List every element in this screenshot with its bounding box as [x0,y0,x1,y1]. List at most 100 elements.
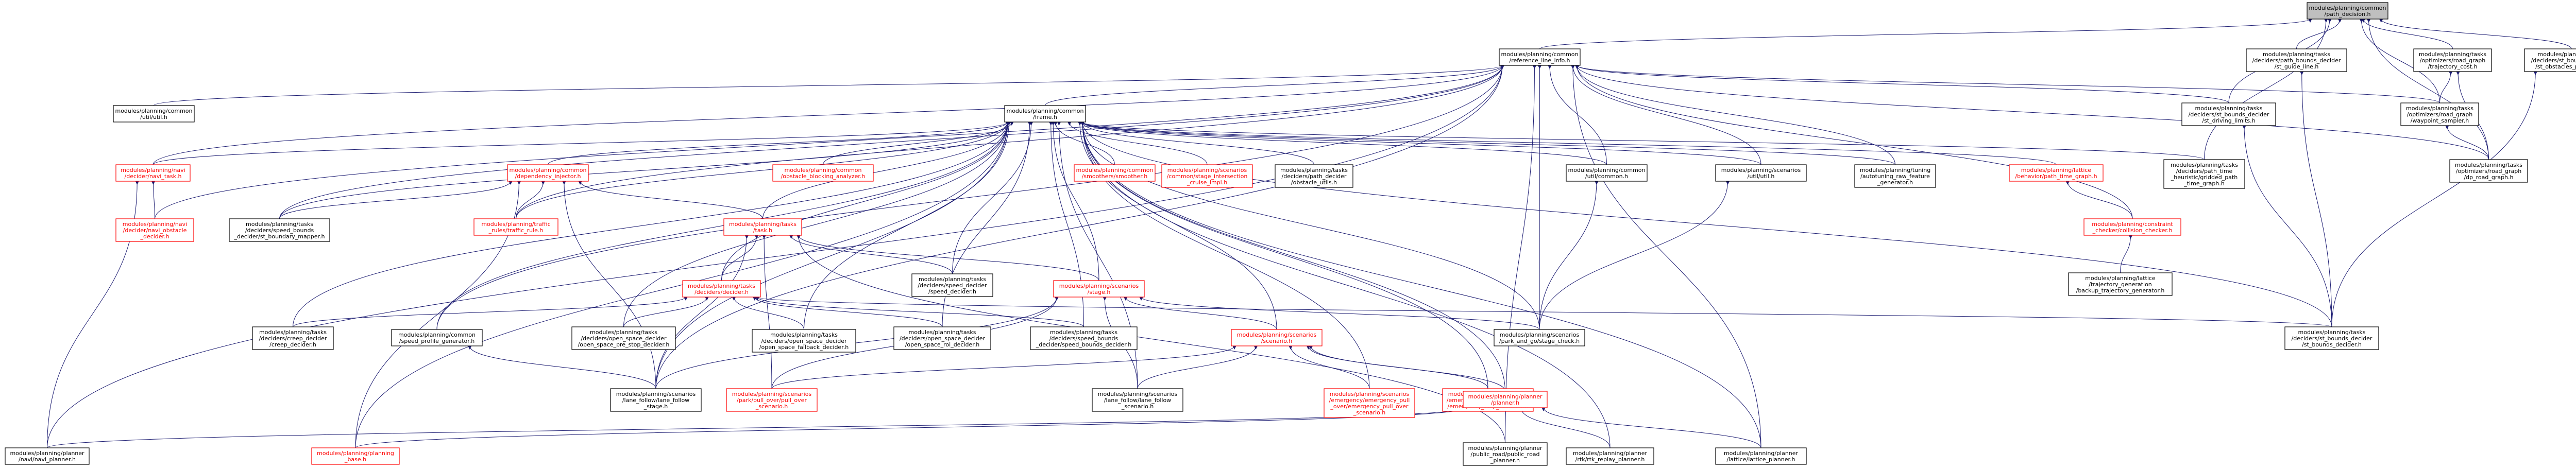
graph-node[interactable]: modules/planning/common/util/common.h [1566,164,1648,182]
node-box [1161,164,1253,188]
graph-node[interactable]: modules/planning/tasks/deciders/open_spa… [571,326,676,350]
graph-node[interactable]: modules/planning/lattice/behavior/path_t… [2009,164,2104,182]
node-label-line: modules/planning/planner [1573,450,1648,457]
node-label-line: _scenario.h [1121,403,1154,410]
node-label-line: /smoothers/smoother.h [1082,173,1148,180]
graph-node[interactable]: modules/planning/tasks/deciders/st_bound… [2524,48,2576,72]
graph-node[interactable]: modules/planning/navi/decider/navi_task.… [115,164,191,182]
graph-node[interactable]: modules/planning/planner/lattice/lattice… [1715,447,1807,465]
graph-node[interactable]: modules/planning/tasks/optimizers/road_g… [2413,48,2492,72]
graph-node[interactable]: modules/planning/scenarios/lane_follow/l… [1092,388,1183,412]
graph-node[interactable]: modules/planning/tasks/deciders/speed_de… [911,273,993,297]
node-label-line: /st_bounds_decider.h [2302,341,2362,348]
dependency-edge [1080,121,1607,165]
node-box [682,280,761,298]
node-box [1715,447,1807,465]
node-label-line: _checker/collision_checker.h [2092,227,2173,234]
graph-node[interactable]: modules/planning/traffic_rules/traffic_r… [473,218,558,236]
graph-node[interactable]: modules/planning/scenarios/util/util.h [1715,164,1807,182]
node-box [2068,272,2173,296]
graph-node[interactable]: modules/planning/scenarios/park/pull_ove… [726,388,818,412]
graph-node[interactable]: modules/planning/common/util/util.h [113,105,195,123]
node-label-line: modules/planning/traffic [481,221,550,228]
graph-node[interactable]: modules/planning/scenarios/park_and_go/s… [1494,329,1585,346]
graph-node[interactable]: modules/planning/planning_base.h [311,447,400,465]
graph-node[interactable]: modules/planning/common/reference_line_i… [1499,48,1581,66]
graph-node[interactable]: modules/planning/constraint_checker/coll… [2083,218,2181,236]
node-label-line: /util/common.h [1585,173,1628,180]
graph-node[interactable]: modules/planning/scenarios/common/stage_… [1161,164,1253,188]
node-label-line: modules/planning/common [1568,167,1645,173]
node-label-line: /deciders/open_space_decider [900,335,986,342]
node-label-line: modules/planning/scenarios [1500,332,1580,338]
dependency-edge [789,235,953,274]
graph-node[interactable]: modules/planning/common/path_decision.h [2307,2,2388,20]
dependency-edge [1080,121,1895,165]
graph-node[interactable]: modules/planning/tasks/deciders/open_spa… [752,329,856,353]
dependency-edge [279,121,1010,219]
node-label-line: /open_space_roi_decider.h [905,341,980,348]
dependency-edge [355,121,1010,448]
dependency-edge [1575,65,1895,165]
graph-node[interactable]: modules/planning/scenarios/emergency/eme… [1324,388,1415,418]
dependency-edge [732,297,804,330]
dependency-edge [468,345,656,389]
node-box [2413,48,2492,72]
dependency-edge [1080,121,1540,330]
node-box [473,218,558,236]
graph-node[interactable]: modules/planning/tasks/deciders/decider.… [682,280,761,298]
graph-node[interactable]: modules/planning/navi/decider/navi_obsta… [115,218,194,242]
graph-node[interactable]: modules/planning/common/frame.h [1004,105,1086,123]
dependency-edge [1575,65,2489,160]
graph-node[interactable]: modules/planning/tasks/task.h [723,218,802,236]
graph-node[interactable]: modules/planning/tasks/deciders/open_spa… [893,326,991,350]
dependency-edge [1575,65,2440,103]
node-label-line: modules/planning/scenarios [1237,332,1317,338]
node-label-line: modules/planning/common [1501,51,1578,58]
node-box [5,447,90,465]
node-label-line: /speed_decider.h [928,288,976,295]
dependency-edge [721,235,758,281]
dependency-edge [1045,65,1504,106]
graph-node[interactable]: modules/planning/tasks/deciders/speed_bo… [1030,326,1138,350]
node-label-line: modules/planning/lattice [2085,275,2156,282]
graph-node[interactable]: modules/planning/planner/rtk/rtk_replay_… [1566,447,1654,465]
graph-node[interactable]: modules/planning/tasks/deciders/speed_bo… [229,218,330,242]
graph-node[interactable]: modules/planning/tasks/optimizers/road_g… [2449,159,2528,183]
node-label-line: /lane_follow/lane_follow [1104,397,1171,404]
graph-node[interactable]: modules/planning/planner/public_road/pub… [1463,442,1548,466]
dependency-edge [771,345,1236,389]
graph-node[interactable]: modules/planning/planner/navi/navi_plann… [5,447,90,465]
graph-node[interactable]: modules/planning/tasks/deciders/creep_de… [252,326,334,350]
dependency-edge [655,121,1010,389]
node-box [1499,48,1581,66]
graph-node[interactable]: modules/planning/scenarios/stage.h [1053,280,1145,298]
graph-node[interactable]: modules/planning/tasks/optimizers/road_g… [2400,102,2479,126]
node-label-line: modules/planning/tasks [259,329,327,336]
graph-node[interactable]: modules/planning/tasks/deciders/path_dec… [1275,164,1353,188]
node-box [2400,102,2479,126]
graph-node[interactable]: modules/planning/lattice/trajectory_gene… [2068,272,2173,296]
graph-node[interactable]: modules/planning/tuning/autotuning_raw_f… [1854,164,1936,188]
node-box [2181,102,2276,126]
graph-node[interactable]: modules/planning/common/speed_profile_ge… [391,329,483,346]
dependency-edge [753,297,943,327]
node-box [391,329,483,346]
graph-node[interactable]: modules/planning/common/smoothers/smooth… [1074,164,1156,182]
graph-node[interactable]: modules/planning/tasks/deciders/path_bou… [2246,48,2347,72]
node-label-line: _scenario.h [755,403,788,410]
graph-node[interactable]: modules/planning/tasks/deciders/st_bound… [2181,102,2276,126]
graph-node[interactable]: modules/planning/scenarios/lane_follow/l… [610,388,702,412]
dependency-edge [47,65,1504,448]
graph-node[interactable]: modules/planning/scenarios/scenario.h [1231,329,1323,346]
node-label-line: /st_obstacles_processor.h [2535,63,2576,70]
graph-node[interactable]: modules/planning/common/dependency_injec… [507,164,589,182]
graph-node[interactable]: modules/planning/tasks/deciders/path_tim… [2163,159,2245,189]
graph-node[interactable]: modules/planning/tasks/deciders/st_bound… [2284,326,2379,350]
node-box [723,218,802,236]
node-label-line: _base.h [344,456,366,463]
node-label-line: /deciders/open_space_decider [581,335,667,342]
node-label-line: /planner.h [1491,399,1519,406]
graph-node[interactable]: modules/planning/common/obstacle_blockin… [772,164,874,182]
graph-node[interactable]: modules/planning/planner/planner.h [1463,391,1548,408]
